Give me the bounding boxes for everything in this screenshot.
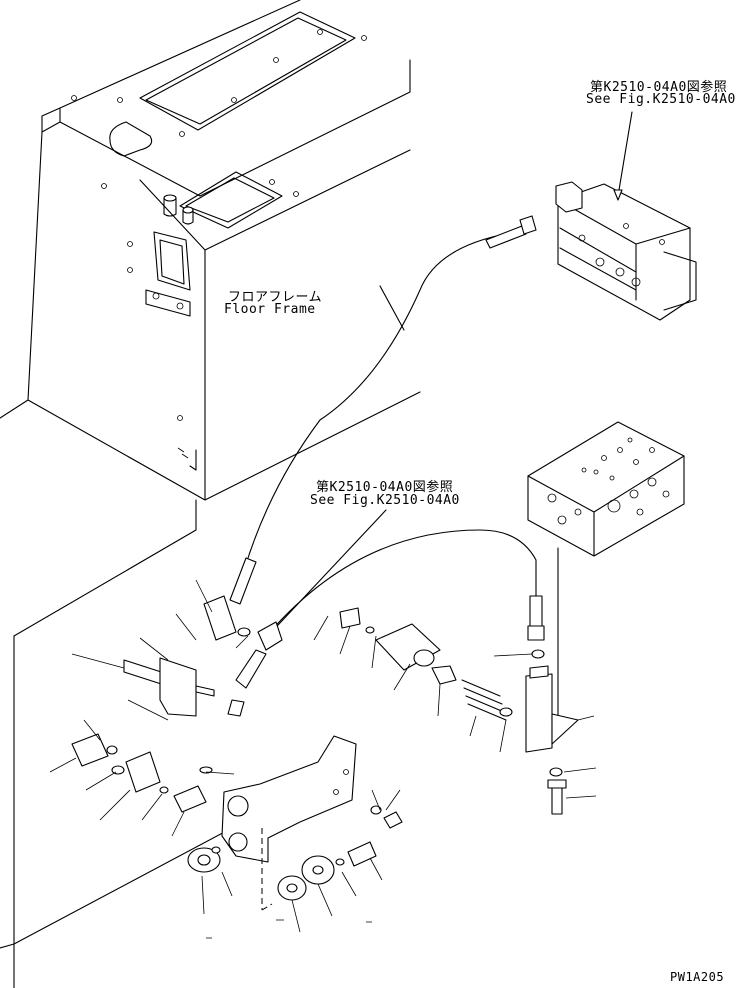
hose-leader <box>379 285 405 331</box>
top-ref-arrow <box>617 111 633 197</box>
floor-frame <box>0 0 421 501</box>
top-right-valve <box>555 181 697 321</box>
floor-frame-jp-label: フロアフレーム <box>228 290 323 305</box>
ref-top-jp-label: 第K2510-04A0図参照 <box>590 80 728 95</box>
hose-lower <box>269 529 537 633</box>
drawing-code: PW1A205 <box>670 970 725 984</box>
hose-fittings <box>229 215 545 641</box>
floor-plate-bottom <box>0 811 263 949</box>
small-parts <box>71 595 579 911</box>
ref-top-en-label: See Fig.K2510-04A0 <box>586 92 736 107</box>
ref-mid-en-label: See Fig.K2510-04A0 <box>310 493 460 508</box>
floor-frame-en-label: Floor Frame <box>224 302 316 317</box>
mid-ref-arrow <box>263 509 387 641</box>
hose-upper <box>235 229 533 601</box>
mid-right-block <box>527 421 685 557</box>
ref-mid-jp-label: 第K2510-04A0図参照 <box>316 480 454 495</box>
floor-plate-top <box>13 499 197 637</box>
callout-leaders <box>49 579 597 939</box>
